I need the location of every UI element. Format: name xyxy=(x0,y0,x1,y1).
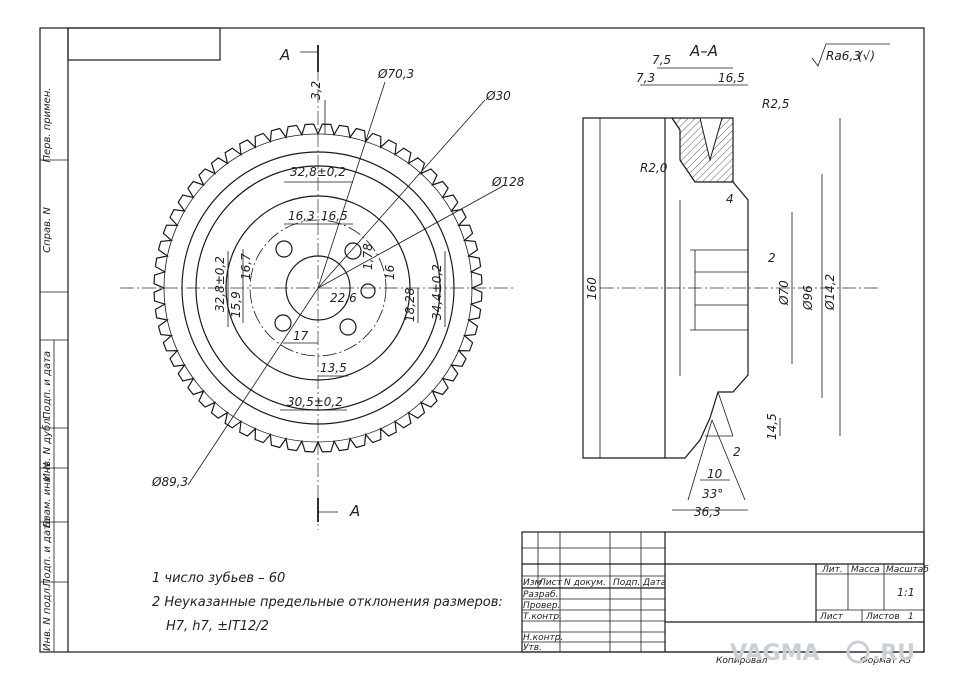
dim-v4: 4 xyxy=(726,192,734,206)
dim-a33: 33° xyxy=(702,487,723,501)
roughness-value: Ra6,3 xyxy=(826,49,861,63)
dim-h3-2: 3,2 xyxy=(309,81,323,100)
title-block xyxy=(521,531,925,653)
tb-razrab: Разраб. xyxy=(523,590,558,600)
dim-d30: Ø30 xyxy=(485,89,511,103)
tb-podp: Подп. xyxy=(613,578,640,588)
tb-listov-label: Листов xyxy=(865,612,900,622)
side-podp-data-2: Подп. и дата xyxy=(42,518,53,586)
tb-data: Дата xyxy=(642,578,666,588)
dim-d96: Ø96 xyxy=(801,285,815,311)
dim-v2: 2 xyxy=(768,251,776,265)
tb-massa: Масса xyxy=(851,565,880,575)
tb-kopiroval: Копировал xyxy=(716,656,768,666)
tb-n-dokum: N докум. xyxy=(564,578,606,588)
dim-v14-5: 14,5 xyxy=(765,413,779,440)
side-columns: Перв. примен. Справ. N Подп. и дата Инв.… xyxy=(41,87,53,651)
dim-v16: 16 xyxy=(383,264,397,280)
dim-w16-5: 16,5 xyxy=(321,209,348,223)
tb-format: Формат А3 xyxy=(860,656,912,666)
dim-w32-8: 32,8±0,2 xyxy=(290,165,346,179)
dim-w13-5: 13,5 xyxy=(320,361,347,375)
tb-masshtab: Масштаб xyxy=(886,565,929,575)
side-inv-n-podl: Инв. N подл. xyxy=(42,585,53,651)
watermark-text: VAGMA xyxy=(730,641,820,666)
dim-w10: 10 xyxy=(707,467,723,481)
tb-t-kontr: Т.контр. xyxy=(523,612,562,622)
dim-r2-5: R2,5 xyxy=(762,97,789,111)
tb-listov-value: 1 xyxy=(908,612,914,622)
watermark: VAGMA .RU xyxy=(730,640,915,666)
dim-h160: 160 xyxy=(585,277,599,300)
section-mark-top: A xyxy=(279,46,290,64)
side-vzam-inv: Взам. инв. N xyxy=(42,462,53,527)
side-perv-primen: Перв. примен. xyxy=(42,87,53,162)
dim-t7-5: 7,5 xyxy=(652,53,671,67)
front-view-labels: A A Ø70,3 Ø30 Ø128 Ø89,3 3,2 32,8±0,2 16… xyxy=(151,46,525,520)
dim-v18-28: 18,28 xyxy=(403,287,417,322)
sheet-frame xyxy=(39,27,925,653)
dim-d70: Ø70 xyxy=(777,280,791,306)
front-view xyxy=(120,45,515,530)
dim-t16-5: 16,5 xyxy=(718,71,745,85)
tb-utv: Утв. xyxy=(523,643,542,653)
dim-v34-4: 34,4±0,2 xyxy=(430,264,444,320)
tb-izm: Изм xyxy=(523,578,542,588)
section-title: A–A xyxy=(689,42,718,60)
dim-d89-3: Ø89,3 xyxy=(151,475,188,489)
dim-w30-5: 30,5±0,2 xyxy=(287,395,343,409)
dim-w36-3: 36,3 xyxy=(694,505,721,519)
note-line-1: 1 число зубьев – 60 xyxy=(152,571,285,586)
tb-prover: Провер. xyxy=(523,601,560,611)
dim-v22-6: 22,6 xyxy=(330,291,357,305)
dim-r2-0: R2,0 xyxy=(640,161,668,175)
tb-list-label: Лист xyxy=(819,612,844,622)
dim-t7-3: 7,3 xyxy=(636,71,655,85)
tb-lit: Лит. xyxy=(821,565,843,575)
tb-list: Лист xyxy=(538,578,563,588)
dim-v32-8: 32,8±0,2 xyxy=(213,256,227,312)
dim-v16-7: 16,7 xyxy=(239,253,253,280)
dim-v1-78: 1,78 xyxy=(361,243,375,270)
section-view-labels: A–A Ra6,3 (√) 7,5 7,3 16,5 R2,5 R2,0 4 2… xyxy=(585,42,875,519)
section-view xyxy=(582,43,890,511)
dim-d14-2: Ø14,2 xyxy=(823,274,837,311)
notes: 1 число зубьев – 60 2 Неуказанные предел… xyxy=(152,571,503,634)
note-line-3: H7, h7, ±IT12/2 xyxy=(166,619,269,634)
dim-v15-9: 15,9 xyxy=(229,291,243,318)
watermark-gear-icon xyxy=(846,640,870,664)
watermark-suffix: .RU xyxy=(872,641,915,666)
side-sprav-n: Справ. N xyxy=(42,207,53,253)
roughness-paren: (√) xyxy=(858,49,875,63)
note-line-2: 2 Неуказанные предельные отклонения разм… xyxy=(152,595,503,610)
title-block-labels: Изм Лист N докум. Подп. Дата Разраб. Про… xyxy=(523,565,929,666)
dim-w17: 17 xyxy=(293,329,309,343)
tb-n-kontr: Н.контр. xyxy=(523,633,563,643)
tb-scale-value: 1:1 xyxy=(897,586,915,599)
dim-d128: Ø128 xyxy=(491,175,525,189)
dim-d70-3: Ø70,3 xyxy=(377,67,414,81)
dim-v2b: 2 xyxy=(733,445,741,459)
dim-w16-3: 16,3 xyxy=(288,209,315,223)
side-inv-n-dubl: Инв. N дубл. xyxy=(41,415,53,481)
section-mark-bottom: A xyxy=(349,502,360,520)
side-podp-data-1: Подп. и дата xyxy=(42,351,53,419)
